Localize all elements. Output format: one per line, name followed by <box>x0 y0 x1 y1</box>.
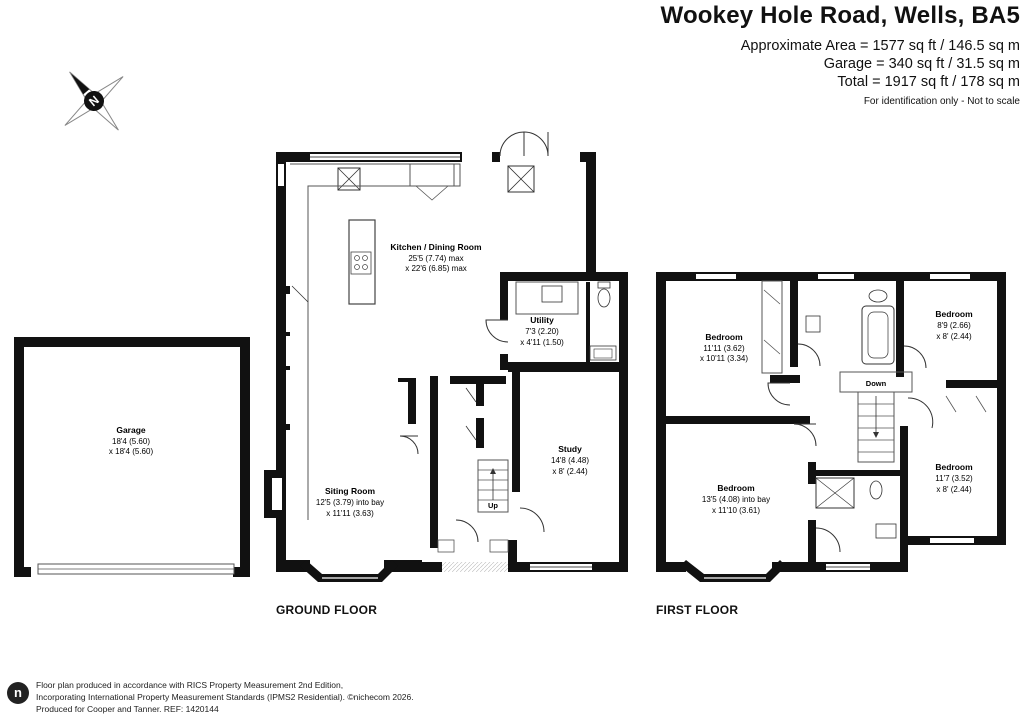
compass-rose-icon: N <box>64 71 124 131</box>
ground-stairs <box>477 459 509 513</box>
stairs-up-label: Up <box>488 501 498 510</box>
bedroom-ne-dim1: 8'9 (2.66) <box>937 321 971 330</box>
stairs-down-label: Down <box>866 379 887 388</box>
nichecom-logo: n <box>7 682 29 704</box>
bedroom-se-name: Bedroom <box>935 462 973 472</box>
bedroom-sw-dim1: 13'5 (4.08) into bay <box>702 495 770 504</box>
footer-line-3: Produced for Cooper and Tanner. REF: 142… <box>36 704 219 714</box>
sink-icon <box>541 285 563 303</box>
utility-dim1: 7'3 (2.20) <box>525 327 559 336</box>
first-floor-stairs <box>839 371 913 463</box>
bedroom-nw-dim2: x 10'11 (3.34) <box>700 354 748 363</box>
bath-icon <box>861 305 895 365</box>
study-dim1: 14'8 (4.48) <box>551 456 589 465</box>
garage-area: Garage = 340 sq ft / 31.5 sq m <box>823 56 1020 72</box>
study-dim2: x 8' (2.44) <box>552 467 588 476</box>
wc-icon <box>597 288 611 308</box>
bedroom-sw-dim2: x 11'10 (3.61) <box>712 506 760 515</box>
garage-dim2: x 18'4 (5.60) <box>109 447 154 456</box>
utility-dim2: x 4'11 (1.50) <box>520 338 564 347</box>
bedroom-se-dim2: x 8' (2.44) <box>936 485 972 494</box>
total-area: Total = 1917 sq ft / 178 sq m <box>837 74 1020 90</box>
study-name: Study <box>558 444 582 454</box>
garage <box>14 337 250 577</box>
basin-icon <box>589 345 617 361</box>
basin-icon <box>805 315 821 333</box>
utility-name: Utility <box>530 315 554 325</box>
sitting-dim2: x 11'11 (3.63) <box>326 509 374 518</box>
sitting-dim1: 12'5 (3.79) into bay <box>316 498 384 507</box>
kitchen-name: Kitchen / Dining Room <box>390 242 482 252</box>
bedroom-nw-name: Bedroom <box>705 332 743 342</box>
shower-icon <box>815 477 855 509</box>
first-floor-plan <box>656 272 1006 582</box>
garage-dim1: 18'4 (5.60) <box>112 437 150 446</box>
bedroom-ne-dim2: x 8' (2.44) <box>936 332 972 341</box>
bedroom-ne-name: Bedroom <box>935 309 973 319</box>
kitchen-dim2: x 22'6 (6.85) max <box>405 264 467 273</box>
approximate-area: Approximate Area = 1577 sq ft / 146.5 sq… <box>740 38 1020 54</box>
bedroom-se-dim1: 11'7 (3.52) <box>935 474 973 483</box>
first-floor-label: FIRST FLOOR <box>656 603 739 617</box>
bedroom-sw-name: Bedroom <box>717 483 755 493</box>
garage-name: Garage <box>116 425 146 435</box>
disclaimer: For identification only - Not to scale <box>863 96 1020 107</box>
kitchen-dim1: 25'5 (7.74) max <box>408 254 463 263</box>
page-title: Wookey Hole Road, Wells, BA5 <box>660 2 1020 29</box>
footer-line-1: Floor plan produced in accordance with R… <box>36 680 344 690</box>
hob-icon <box>350 251 372 275</box>
sitting-name: Siting Room <box>325 486 375 496</box>
bedroom-nw-dim1: 11'11 (3.62) <box>703 344 745 353</box>
wc-icon <box>868 289 888 303</box>
footer-line-2: Incorporating International Property Mea… <box>36 692 414 702</box>
ground-floor-plan <box>264 131 628 582</box>
ground-floor-label: GROUND FLOOR <box>276 603 378 617</box>
